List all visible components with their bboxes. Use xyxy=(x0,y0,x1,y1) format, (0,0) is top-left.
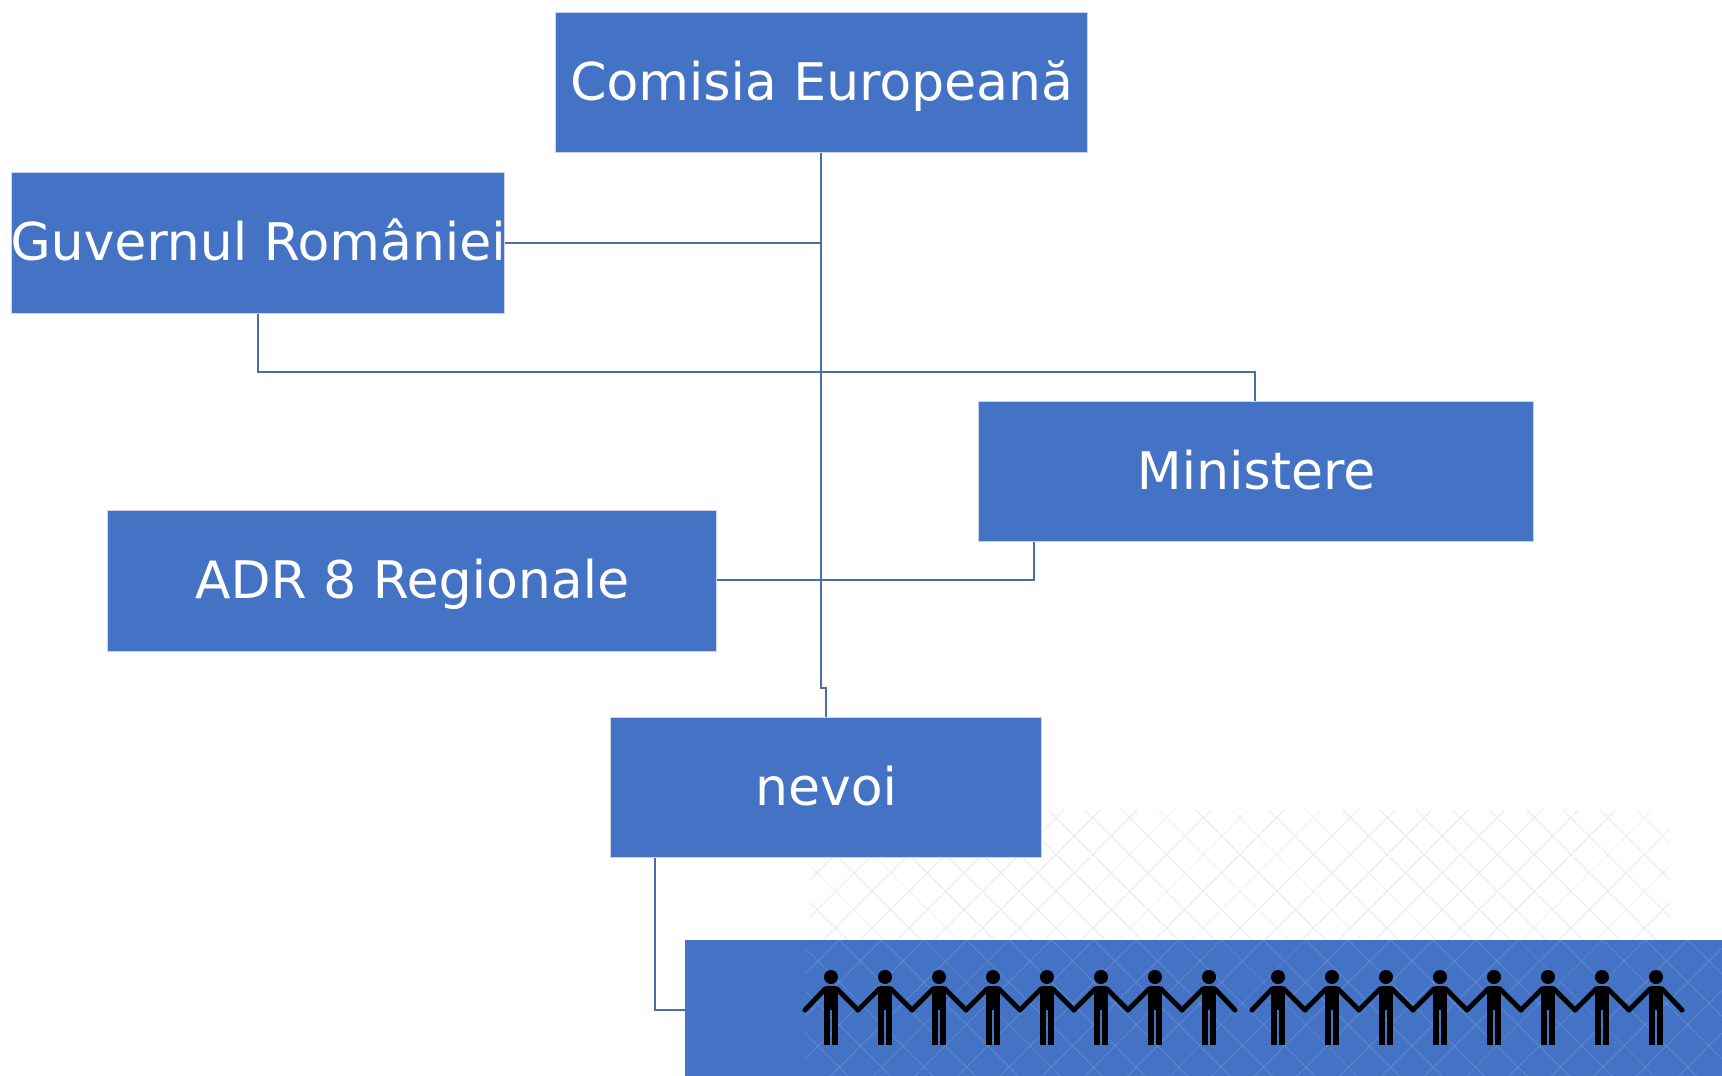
node-label: Comisia Europeană xyxy=(570,52,1073,113)
person-figure xyxy=(1249,970,1308,1045)
connector-gov-to-ministere xyxy=(257,314,1256,401)
person-figure xyxy=(1179,970,1238,1045)
node-label: Ministere xyxy=(1136,441,1376,502)
person-figure xyxy=(963,970,1023,1045)
node-nevoi: nevoi xyxy=(610,717,1042,858)
person-figure xyxy=(1302,970,1362,1045)
person-figure xyxy=(1572,970,1632,1045)
person-figure xyxy=(1626,970,1685,1045)
node-adr-8-regionale: ADR 8 Regionale xyxy=(107,510,717,652)
person-figure xyxy=(1464,970,1524,1045)
node-comisia-europeana: Comisia Europeană xyxy=(555,12,1088,153)
connector-ministere-to-adr xyxy=(717,542,1035,581)
node-label: Guvernul României xyxy=(10,213,506,273)
node-label: ADR 8 Regionale xyxy=(194,551,630,611)
node-ministere: Ministere xyxy=(978,401,1534,542)
people-illustration-box xyxy=(685,940,1722,1076)
person-figure xyxy=(1071,970,1131,1045)
people-holding-hands-icon xyxy=(802,970,1685,1045)
person-figure xyxy=(1125,970,1185,1045)
person-figure xyxy=(802,970,861,1045)
connector-ec-to-nevoi xyxy=(820,153,827,717)
person-figure xyxy=(1410,970,1470,1045)
person-figure xyxy=(1017,970,1077,1045)
person-figure xyxy=(855,970,915,1045)
person-figure xyxy=(1518,970,1578,1045)
node-label: nevoi xyxy=(755,757,897,818)
person-figure xyxy=(909,970,969,1045)
connector-nevoi-to-people xyxy=(654,858,685,1011)
person-figure xyxy=(1356,970,1416,1045)
node-guvernul-romaniei: Guvernul României xyxy=(10,172,506,314)
